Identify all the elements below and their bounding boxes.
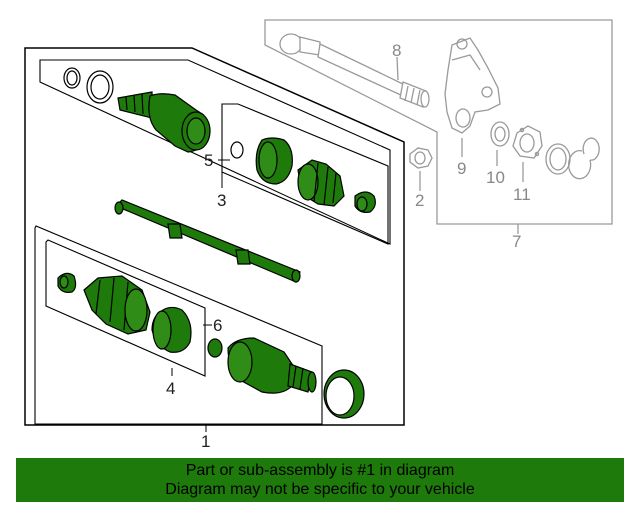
dust-shield-icon <box>323 369 365 419</box>
mounting-plate-icon <box>512 125 543 159</box>
callout-7: 7 <box>512 232 521 251</box>
bearing-icon <box>490 121 510 147</box>
notice-line-2: Diagram may not be specific to your vehi… <box>165 481 475 498</box>
callout-1: 1 <box>201 432 210 451</box>
callout-2: 2 <box>415 191 424 210</box>
outer-boot-kit-icon <box>57 272 192 353</box>
snap-ring-6-icon <box>207 338 223 358</box>
outer-joint-panel <box>34 225 323 425</box>
intermediate-shaft-icon <box>279 33 430 108</box>
axle-assembly-outline <box>24 47 405 426</box>
inner-boot-kit-icon <box>255 137 376 213</box>
inner-cv-joint-icon <box>117 91 211 153</box>
retaining-rings-icon <box>63 67 114 104</box>
hub-nut-icon <box>409 147 433 169</box>
axle-shaft-exploded-diagram: 1 2 3 4 5 6 7 8 9 10 11 <box>24 19 613 451</box>
seal-ring-inner-icon <box>549 147 567 171</box>
callout-8: 8 <box>392 41 401 60</box>
snap-ring-5-icon <box>230 141 244 159</box>
ghost-group-frame <box>264 19 613 225</box>
outer-cv-joint-icon <box>227 337 317 394</box>
inner-boot-kit-box <box>221 103 389 245</box>
support-bracket-icon <box>444 37 501 134</box>
callout-3: 3 <box>217 191 226 210</box>
callout-4: 4 <box>166 379 175 398</box>
notice-banner: Part or sub-assembly is #1 in diagram Di… <box>16 458 624 502</box>
ghost-group-part-7 <box>264 19 613 234</box>
callout-6: 6 <box>213 316 222 335</box>
callout-11: 11 <box>513 185 531 204</box>
callout-10: 10 <box>486 168 505 187</box>
halfshaft-bar-icon <box>114 199 301 283</box>
notice-line-1: Part or sub-assembly is #1 in diagram <box>185 462 455 479</box>
callout-9: 9 <box>457 159 466 178</box>
inner-joint-panel <box>39 59 391 245</box>
outer-boot-kit-box <box>45 239 206 377</box>
snap-ring-icon <box>567 137 600 180</box>
callout-5: 5 <box>204 151 213 170</box>
